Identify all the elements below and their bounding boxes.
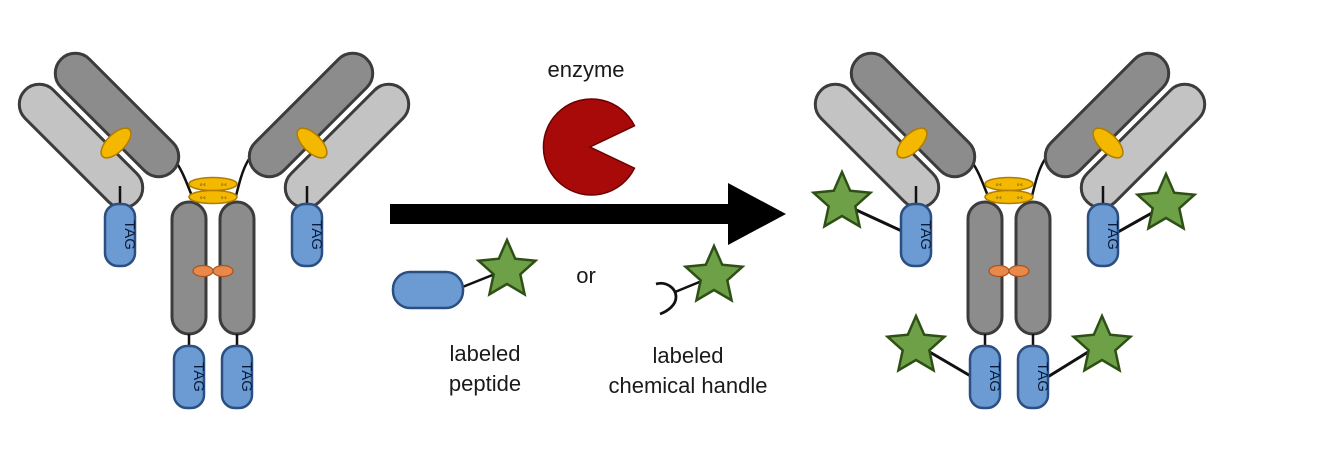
- caption-line: chemical handle: [608, 373, 768, 398]
- star-label-icon: [1136, 172, 1196, 230]
- disulfide-label: s-s: [996, 182, 1002, 187]
- disulfide-label: s-s: [1017, 182, 1023, 187]
- star-label-icon: [684, 244, 744, 302]
- pacman-enzyme-icon: [542, 98, 636, 196]
- tag-label: TAG: [1104, 220, 1121, 250]
- caption-line: labeled: [449, 341, 521, 366]
- disulfide-label: s-s: [200, 195, 206, 200]
- tag-label: TAG: [190, 362, 207, 392]
- tag-label: TAG: [238, 362, 255, 392]
- tag-label: TAG: [917, 220, 934, 250]
- antibody-unlabeled: TAG TAG TAG TAG s-s s-s s-s s-s: [9, 43, 419, 410]
- caption-line: labeled: [652, 343, 724, 368]
- labeled-chemical-handle-icon: [655, 244, 744, 316]
- star-label-icon: [1072, 314, 1132, 372]
- caption-line: peptide: [448, 371, 522, 396]
- star-label-icon: [812, 170, 872, 228]
- arrow-right-icon: [390, 183, 786, 245]
- star-label-icon: [477, 238, 537, 296]
- tag-label: TAG: [308, 220, 325, 250]
- disulfide-label: s-s: [221, 195, 227, 200]
- star-label-icon: [886, 314, 946, 372]
- disulfide-label: s-s: [200, 182, 206, 187]
- disulfide-label: s-s: [1017, 195, 1023, 200]
- tag-label: TAG: [121, 220, 138, 250]
- labeled-peptide-icon: [391, 238, 537, 310]
- disulfide-label: s-s: [221, 182, 227, 187]
- disulfide-label: s-s: [996, 195, 1002, 200]
- tag-label: TAG: [1034, 362, 1051, 392]
- or-label: or: [576, 263, 596, 288]
- tag-label: TAG: [986, 362, 1003, 392]
- antibody-labeled: TAG TAG TAG TAG s-s s-s s-s s-s: [805, 43, 1215, 410]
- enzyme-label: enzyme: [547, 57, 625, 82]
